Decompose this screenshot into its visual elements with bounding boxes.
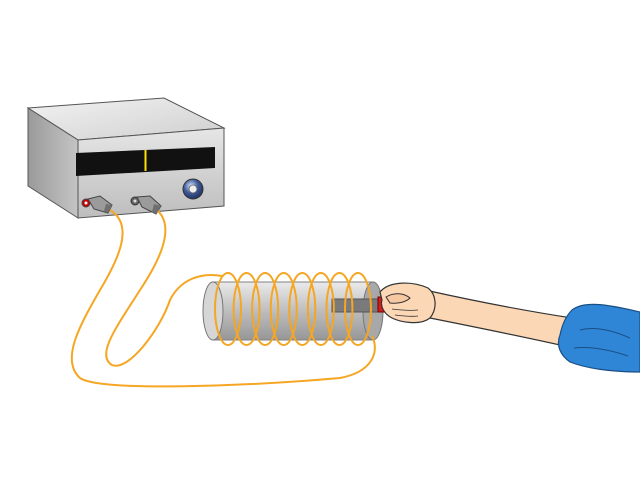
coil-turn bbox=[269, 272, 298, 346]
forearm bbox=[424, 289, 573, 346]
coil-turn bbox=[214, 272, 242, 346]
terminal-left bbox=[81, 198, 91, 208]
tube-left-end bbox=[202, 281, 224, 341]
coil-turn bbox=[325, 272, 354, 346]
plug-left bbox=[87, 195, 113, 214]
magnet-south-pole bbox=[331, 298, 381, 313]
lead-wire-right bbox=[105, 210, 223, 367]
galvanometer bbox=[26, 97, 226, 219]
coil-turn bbox=[288, 272, 317, 346]
coil bbox=[214, 272, 372, 346]
meter-knob[interactable] bbox=[182, 178, 204, 200]
lead-wires bbox=[70, 209, 376, 388]
plug-right bbox=[136, 195, 162, 215]
sleeve bbox=[557, 303, 640, 373]
coil-turn bbox=[344, 272, 372, 346]
coil-turn bbox=[251, 272, 280, 346]
coil-turn bbox=[306, 272, 335, 346]
thumb bbox=[385, 293, 411, 304]
hand bbox=[379, 282, 436, 324]
coil-turn bbox=[232, 272, 261, 346]
hand-and-arm bbox=[379, 282, 640, 373]
lead-wire-left bbox=[70, 209, 376, 388]
